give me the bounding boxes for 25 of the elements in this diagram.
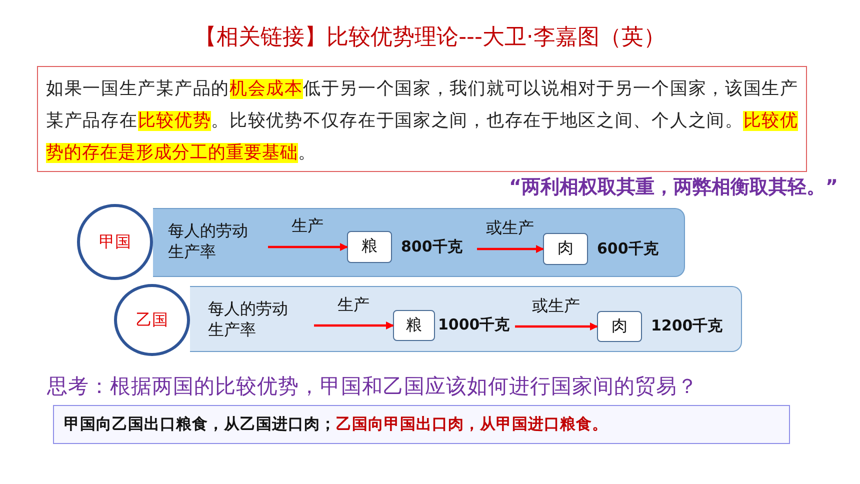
quantity-text: 800千克 [401,237,462,256]
country-name: 乙国 [136,310,168,330]
arrow [515,322,598,330]
quantity-text: 600千克 [597,239,658,258]
arrow [314,322,394,330]
edge-label: 生产 [292,216,324,237]
arrow [268,243,348,251]
quote-text: “两利相权取其重，两弊相衡取其轻。” [509,175,838,200]
quantity-text: 1000千克 [438,316,510,334]
band-panel [190,286,742,352]
answer-text: 乙国向甲国出口肉，从甲国进口粮食。 [336,414,608,435]
question-text: 思考：根据两国的比较优势，甲国和乙国应该如何进行国家间的贸易？ [47,373,698,400]
arrow [477,245,544,253]
edge-label: 或生产 [532,296,580,316]
productivity-label: 每人的劳动生产率 [208,298,314,342]
productivity-label: 每人的劳动生产率 [168,220,268,264]
answer-text: 甲国向乙国出口粮食，从乙国进口肉； [64,414,336,435]
band-panel [153,208,685,277]
answer-box [53,405,790,444]
quantity-text: 1200千克 [651,316,723,336]
country-name: 甲国 [99,232,131,252]
title: 【相关链接】比较优势理论---大卫·李嘉图（英） [194,24,666,52]
edge-label: 生产 [338,294,370,316]
edge-label: 或生产 [486,218,534,239]
definition-box [37,66,807,172]
